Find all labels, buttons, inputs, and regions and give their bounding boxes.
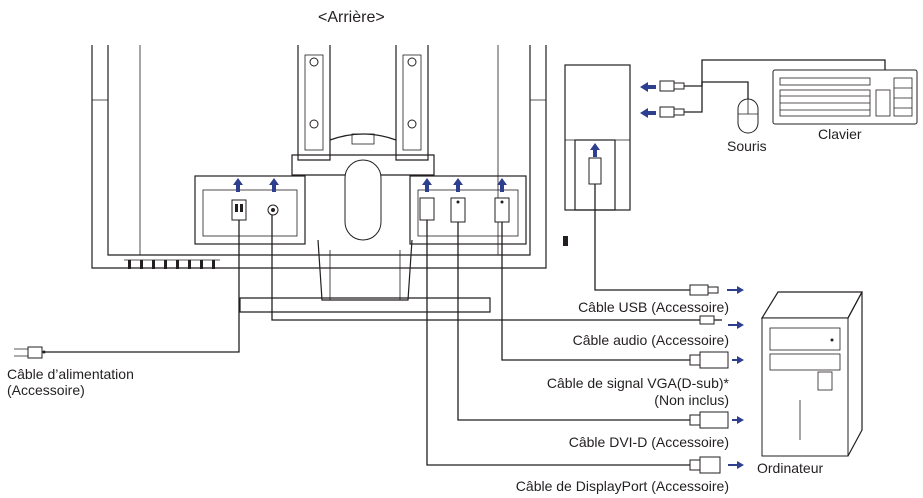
displayport-cable-label: Câble de DisplayPort (Accessoire): [515, 478, 729, 494]
dvi-cable-label: Câble DVI-D (Accessoire): [568, 434, 729, 450]
computer-icon: [760, 291, 864, 457]
cables: [14, 184, 744, 474]
keyboard-icon: [772, 69, 918, 125]
mouse-icon: [737, 98, 759, 134]
usb-cable-label: Câble USB (Accessoire): [578, 299, 729, 315]
power-cable-label: Câble d’alimentation: [7, 366, 134, 382]
monitor-back: [91, 45, 547, 269]
port-panel-right: [409, 175, 527, 245]
vent-slots: [124, 259, 220, 269]
peripheral-usb-plugs: [640, 59, 886, 118]
vga-note-label: (Non inclus): [654, 392, 729, 408]
insert-arrows: [233, 143, 600, 192]
diagram-title: <Arrière>: [318, 9, 385, 26]
usb-hub: [563, 64, 631, 246]
port-panel-left: [194, 175, 306, 245]
stand: [239, 45, 491, 313]
computer-label: Ordinateur: [757, 460, 824, 476]
keyboard-label: Clavier: [818, 126, 862, 142]
power-note-label: (Accessoire): [7, 382, 85, 398]
audio-cable-label: Câble audio (Accessoire): [572, 332, 729, 348]
vga-cable-label: Câble de signal VGA(D-sub)*: [546, 375, 729, 391]
mouse-label: Souris: [727, 138, 767, 154]
